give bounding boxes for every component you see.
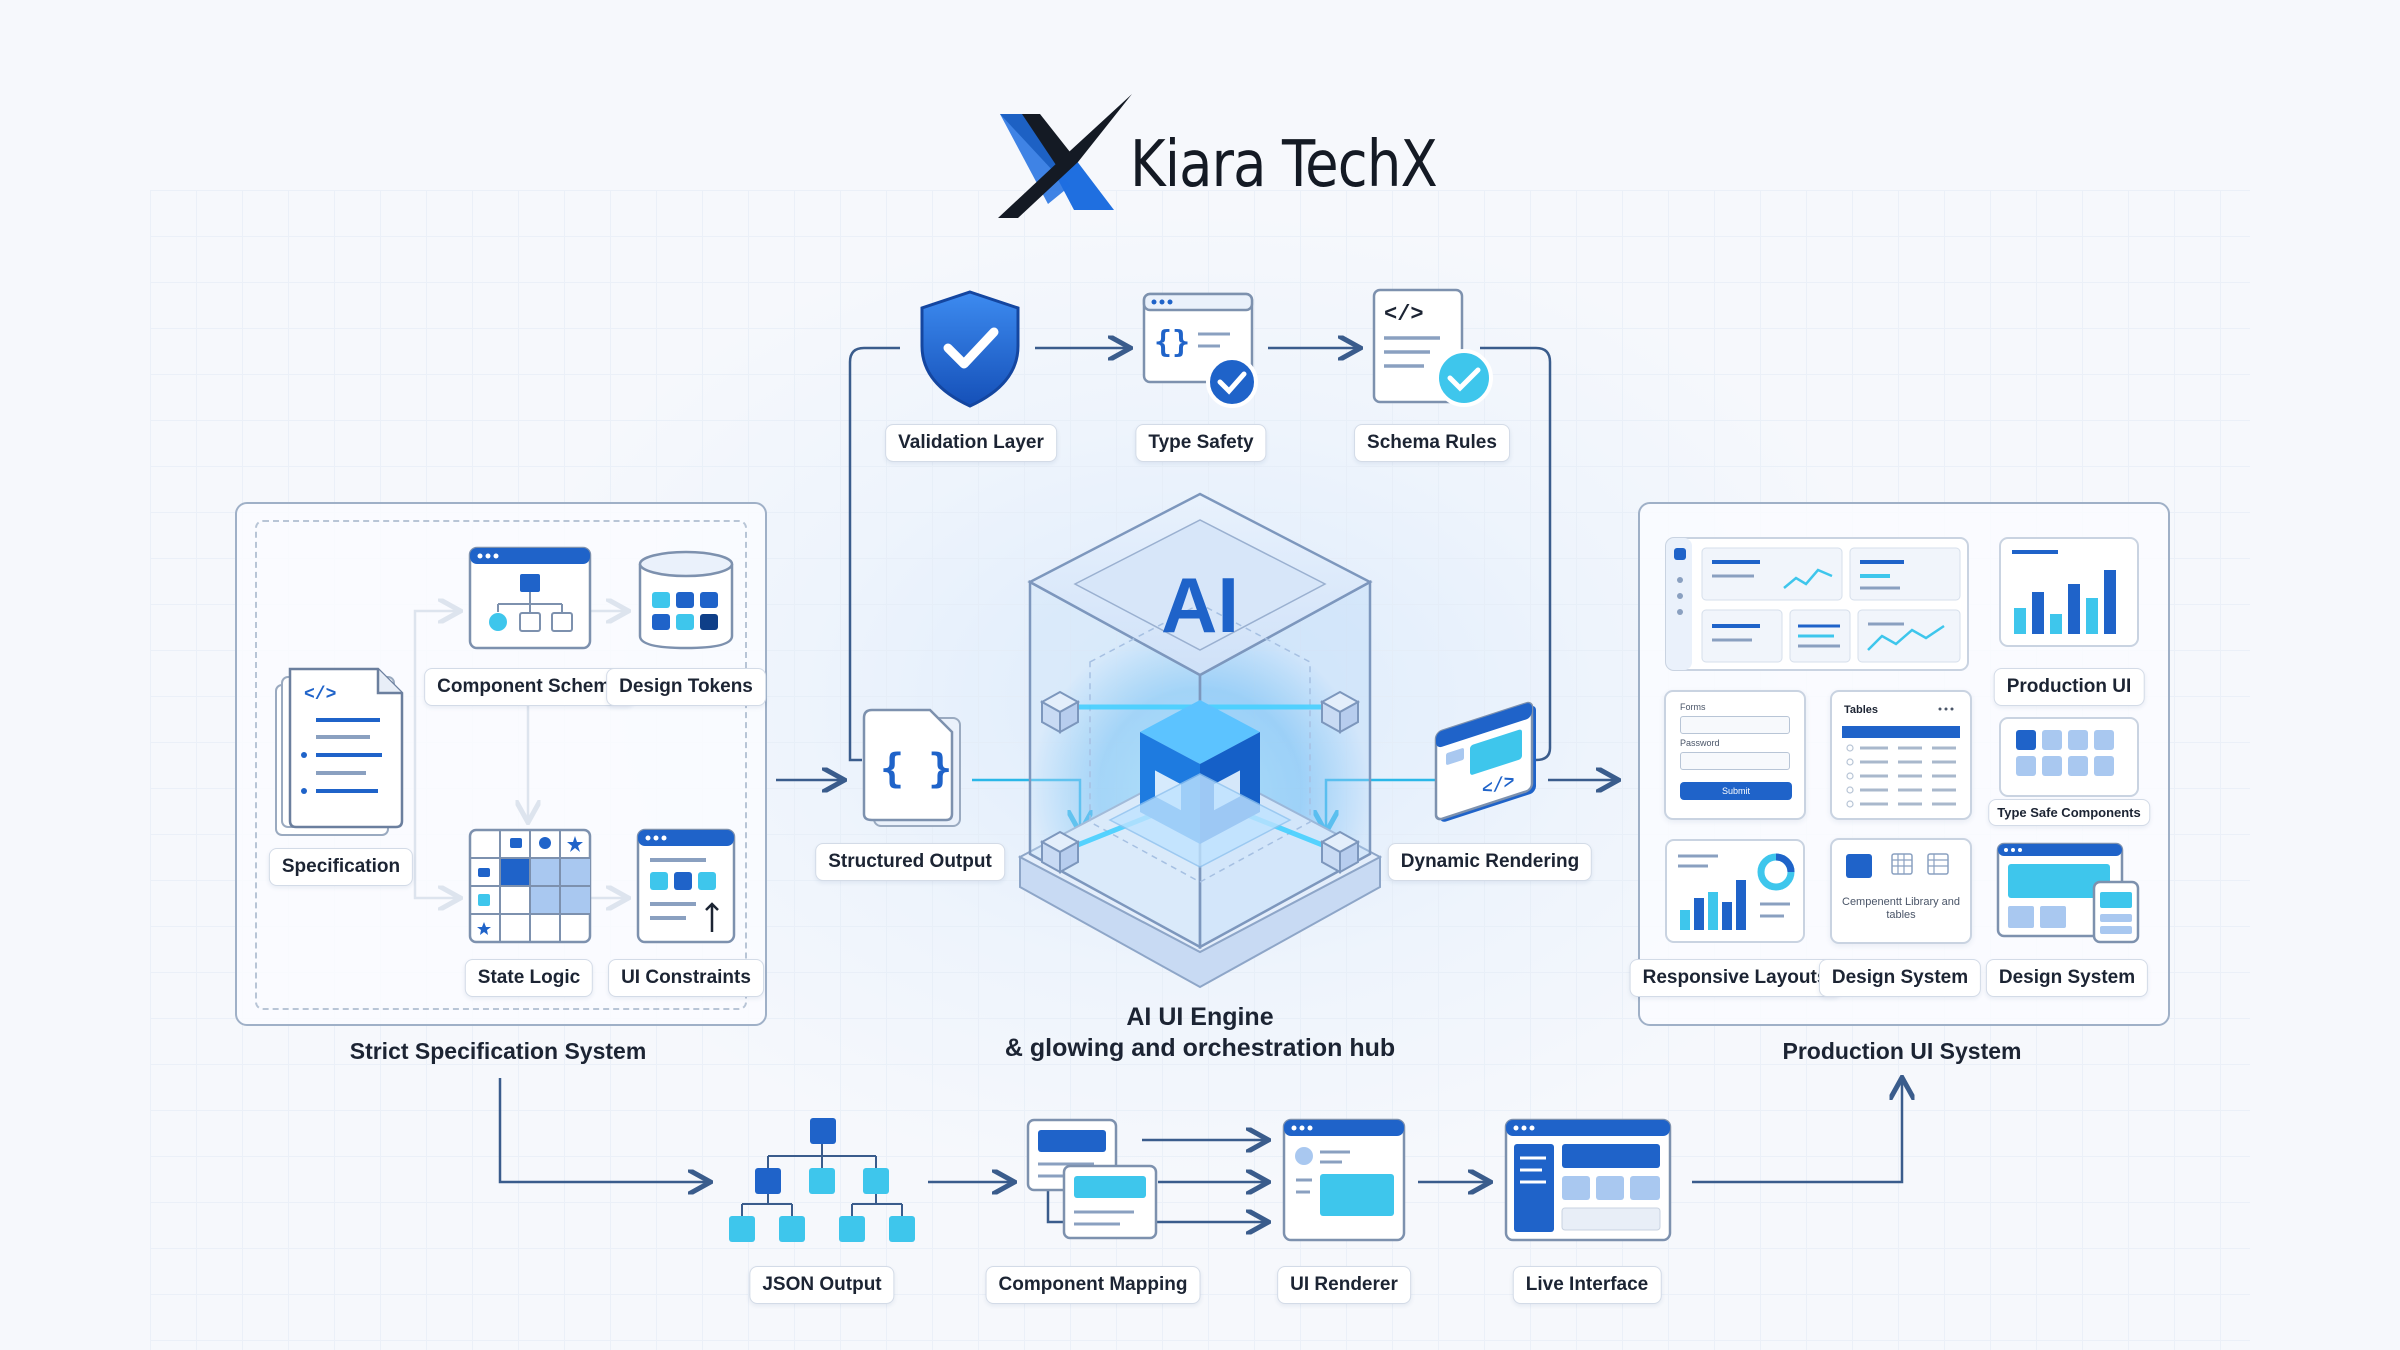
design-system-card	[1996, 842, 2140, 944]
tables-card: Tables	[1830, 690, 1972, 820]
specification-document-icon: </>	[275, 667, 404, 836]
production-ui-label: Production UI	[1993, 668, 2145, 706]
json-output-label: JSON Output	[749, 1266, 895, 1304]
live-interface-label: Live Interface	[1512, 1266, 1662, 1304]
responsive-layouts-card	[1665, 839, 1805, 943]
design-tokens-database-icon	[638, 550, 734, 650]
forms-field-label-2: Password	[1680, 738, 1720, 748]
hub-title-line2: & glowing and orchestration hub	[1004, 1034, 1396, 1062]
forms-field-label-1: Forms	[1680, 702, 1706, 712]
ui-constraints-icon	[636, 828, 736, 944]
validation-shield-icon	[920, 290, 1020, 408]
production-ui-chart-card	[1999, 537, 2139, 647]
live-interface-icon	[1504, 1118, 1672, 1242]
ui-constraints-label: UI Constraints	[608, 959, 764, 997]
spec-system-dashed-area	[255, 520, 747, 1010]
component-library-caption: Cempenentt Library and tables	[1842, 896, 1961, 921]
forms-card: Forms Password Submit	[1664, 690, 1806, 820]
component-schema-icon	[468, 546, 592, 650]
responsive-layouts-label: Responsive Layouts	[1629, 959, 1841, 997]
type-safe-components-label: Type Safe Components	[1988, 799, 2150, 826]
component-mapping-icon	[1026, 1118, 1158, 1240]
design-system-label-2: Design System	[1985, 959, 2149, 997]
dynamic-rendering-label: Dynamic Rendering	[1387, 843, 1593, 881]
svg-text:</>: </>	[1384, 302, 1424, 327]
design-system-label-1: Design System	[1818, 959, 1982, 997]
specification-label: Specification	[268, 848, 414, 886]
type-safety-label: Type Safety	[1135, 424, 1267, 462]
type-safety-icon: {}	[1142, 292, 1258, 408]
kiara-x-logo-icon	[998, 94, 1132, 218]
component-library-icons	[1846, 853, 1949, 878]
component-schema-label: Component Schema	[424, 668, 634, 706]
ui-renderer-icon	[1282, 1118, 1406, 1242]
svg-text:</>: </>	[304, 685, 336, 705]
state-logic-grid-icon	[468, 828, 592, 944]
ai-engine-cube	[1017, 492, 1383, 989]
svg-text:{ }: { }	[880, 746, 952, 792]
forms-submit-button[interactable]: Submit	[1680, 782, 1792, 800]
design-tokens-label: Design Tokens	[606, 668, 766, 706]
validation-layer-label: Validation Layer	[885, 424, 1057, 462]
type-safe-components-card	[1999, 717, 2139, 797]
hub-title-line1: AI UI Engine	[1126, 1003, 1274, 1031]
hub-title: AI UI Engine & glowing and orchestration…	[1005, 1002, 1395, 1064]
dashboard-preview-card	[1665, 537, 1969, 671]
production-system-title: Production UI System	[1782, 1038, 2022, 1064]
json-output-tree-icon	[729, 1118, 915, 1242]
spec-system-title: Strict Specification System	[349, 1038, 647, 1064]
component-mapping-label: Component Mapping	[985, 1266, 1201, 1304]
ai-badge: AI	[1161, 561, 1239, 649]
svg-text:{}: {}	[1154, 325, 1190, 360]
schema-rules-label: Schema Rules	[1354, 424, 1510, 462]
ui-renderer-label: UI Renderer	[1277, 1266, 1411, 1304]
tables-title: Tables	[1844, 704, 1879, 716]
tables-grid-icon	[1842, 707, 1960, 808]
component-library-card: Cempenentt Library and tables	[1830, 838, 1972, 944]
forms-input-2[interactable]	[1680, 752, 1790, 770]
dynamic-rendering-icon: </>	[1434, 701, 1536, 822]
structured-output-icon: { }	[862, 708, 961, 827]
forms-input-1[interactable]	[1680, 716, 1790, 734]
structured-output-label: Structured Output	[815, 843, 1005, 881]
brand-name: Kiara TechX	[1130, 128, 1438, 202]
schema-rules-icon: </>	[1372, 288, 1493, 407]
state-logic-label: State Logic	[464, 959, 594, 997]
